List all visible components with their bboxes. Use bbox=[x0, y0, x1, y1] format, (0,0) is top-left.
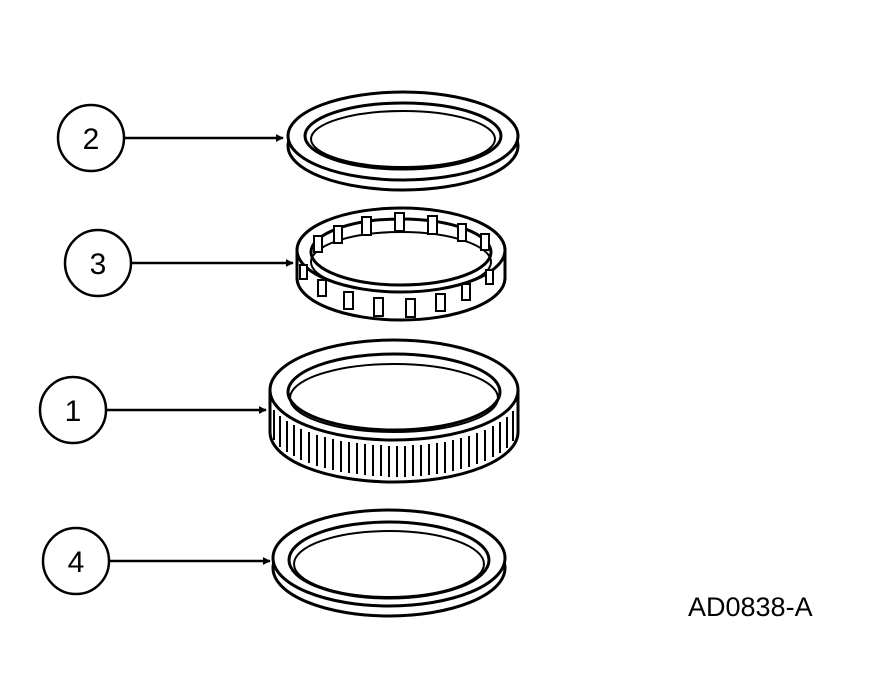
figure-id-label: AD0838-A bbox=[688, 592, 813, 622]
callout-1-number: 1 bbox=[65, 395, 82, 428]
callout-2: 2 bbox=[56, 103, 284, 173]
callout-3: 3 bbox=[63, 228, 294, 298]
callout-4-number: 4 bbox=[68, 546, 85, 579]
outer-race-part bbox=[268, 338, 520, 484]
callout-2-number: 2 bbox=[83, 123, 100, 156]
washer-bottom-part bbox=[271, 508, 507, 618]
callout-4: 4 bbox=[41, 526, 271, 596]
roller-slots bbox=[299, 212, 494, 318]
washer-top-part bbox=[286, 90, 520, 192]
callout-1: 1 bbox=[38, 375, 267, 445]
roller-cage-part bbox=[295, 206, 507, 322]
callout-3-number: 3 bbox=[90, 248, 107, 281]
